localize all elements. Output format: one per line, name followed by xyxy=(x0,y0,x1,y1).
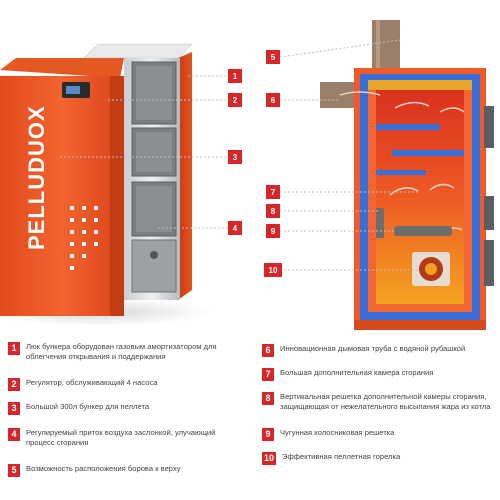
legend-text: Большая дополнительная камера сгорания xyxy=(280,368,434,377)
legend-item-4: 4 Регулируемый приток воздуха заслонкой,… xyxy=(8,428,246,448)
svg-text:9: 9 xyxy=(271,227,276,236)
svg-text:5: 5 xyxy=(271,53,276,62)
boiler-top xyxy=(83,43,193,59)
svg-text:1: 1 xyxy=(233,72,238,81)
legend-item-7: 7 Большая дополнительная камера сгорания xyxy=(262,368,496,381)
ventilation-grid xyxy=(70,206,98,270)
legend-item-2: 2 Регулятор, обслуживающий 4 насоса xyxy=(8,378,246,391)
legend-text: Инновационная дымовая труба с водяной ру… xyxy=(280,344,466,353)
callout-6: 6 xyxy=(266,93,280,107)
legend-badge: 8 xyxy=(262,392,274,405)
legend-item-9: 9 Чугунная колосниковая решетка xyxy=(262,428,496,441)
right-callout-lines xyxy=(279,39,420,271)
control-display xyxy=(66,86,80,94)
legend-text: Регулятор, обслуживающий 4 насоса xyxy=(26,378,158,387)
pellet-hopper xyxy=(0,76,124,316)
legend-text: Эффективная пеллетная горелка xyxy=(282,452,401,461)
callout-10: 10 xyxy=(264,263,282,277)
legend-badge: 2 xyxy=(8,378,20,391)
callout-2: 2 xyxy=(228,93,242,107)
callout-7: 7 xyxy=(266,185,280,199)
legend-item-3: 3 Большой 300л бункер для пеллета xyxy=(8,402,246,415)
left-callout-lines xyxy=(60,75,228,229)
svg-text:6: 6 xyxy=(271,96,276,105)
legend: 1 Люк бункера оборудован газовым амортиз… xyxy=(0,340,500,500)
legend-text: Возможность расположения борова к верху xyxy=(26,464,181,473)
callout-5: 5 xyxy=(266,50,280,64)
svg-text:4: 4 xyxy=(233,224,238,233)
hopper-top xyxy=(0,58,124,78)
boiler-base xyxy=(354,320,486,330)
legend-text: Чугунная колосниковая решетка xyxy=(280,428,395,437)
legend-badge: 6 xyxy=(262,344,274,357)
legend-badge: 3 xyxy=(8,402,20,415)
brand-logo: PELLUDUOX xyxy=(24,105,49,250)
heat-exchanger-top xyxy=(368,80,472,90)
svg-text:2: 2 xyxy=(233,96,238,105)
legend-item-8: 8 Вертикальная решетка дополнительной ка… xyxy=(262,392,496,412)
callout-9: 9 xyxy=(266,224,280,238)
legend-badge: 10 xyxy=(262,452,277,465)
legend-badge: 5 xyxy=(8,464,20,477)
callout-8: 8 xyxy=(266,204,280,218)
side-doors xyxy=(484,106,494,286)
legend-item-5: 5 Возможность расположения борова к верх… xyxy=(8,464,246,477)
legend-badge: 4 xyxy=(8,428,20,441)
legend-item-10: 10 Эффективная пеллетная горелка xyxy=(262,452,496,465)
cast-iron-grate xyxy=(394,226,452,236)
svg-text:3: 3 xyxy=(233,153,238,162)
legend-item-6: 6 Инновационная дымовая труба с водяной … xyxy=(262,344,496,357)
legend-text: Регулируемый приток воздуха заслонкой, у… xyxy=(26,428,216,447)
legend-badge: 9 xyxy=(262,428,274,441)
vertical-grate xyxy=(376,208,384,238)
water-baffles xyxy=(376,124,464,175)
boiler-ash-door xyxy=(131,239,177,293)
legend-text: Вертикальная решетка дополнительной каме… xyxy=(280,392,491,411)
callout-4: 4 xyxy=(228,221,242,235)
legend-badge: 7 xyxy=(262,368,274,381)
legend-text: Люк бункера оборудован газовым амортизат… xyxy=(26,342,217,361)
boiler-illustration: PELLUDUOX 1 2 3 4 xyxy=(0,20,494,330)
svg-text:8: 8 xyxy=(271,207,276,216)
legend-badge: 1 xyxy=(8,342,20,355)
legend-item-1: 1 Люк бункера оборудован газовым амортиз… xyxy=(8,342,246,362)
boiler-side-panel xyxy=(178,52,192,300)
svg-text:7: 7 xyxy=(271,188,276,197)
svg-text:10: 10 xyxy=(269,266,278,275)
callout-1: 1 xyxy=(228,69,242,83)
callout-3: 3 xyxy=(228,150,242,164)
legend-text: Большой 300л бункер для пеллета xyxy=(26,402,150,411)
